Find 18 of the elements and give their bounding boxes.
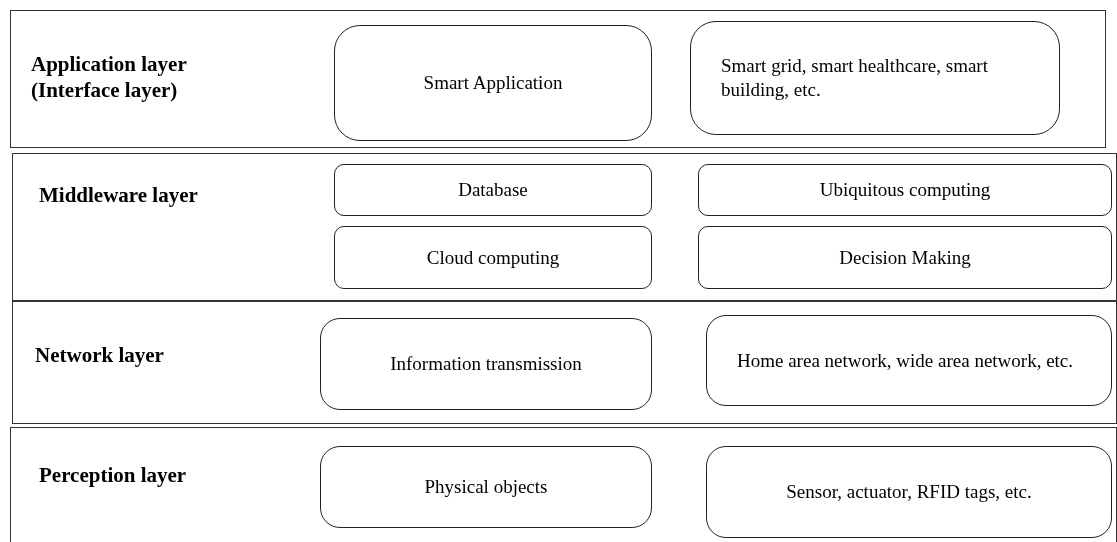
component-box: Smart Application: [334, 25, 652, 141]
layer-title: Application layer (Interface layer): [31, 51, 188, 104]
layer-title: Middleware layer: [39, 182, 199, 209]
component-box: Ubiquitous computing: [698, 164, 1112, 216]
layer-band: [12, 301, 1117, 424]
component-box: Database: [334, 164, 652, 216]
component-box: Smart grid, smart healthcare, smart building, etc.: [690, 21, 1060, 135]
layer-band: [12, 153, 1117, 301]
layer-title: Network layer: [35, 342, 165, 369]
layer-band: [10, 427, 1117, 542]
layer-title: Perception layer: [39, 462, 188, 489]
component-box: Sensor, actuator, RFID tags, etc.: [706, 446, 1112, 538]
component-box: Cloud computing: [334, 226, 652, 289]
layer-band: [10, 10, 1106, 148]
component-box: Decision Making: [698, 226, 1112, 289]
component-box: Home area network, wide area network, etc.: [706, 315, 1112, 406]
component-box: Physical objects: [320, 446, 652, 528]
component-box: Information transmission: [320, 318, 652, 410]
